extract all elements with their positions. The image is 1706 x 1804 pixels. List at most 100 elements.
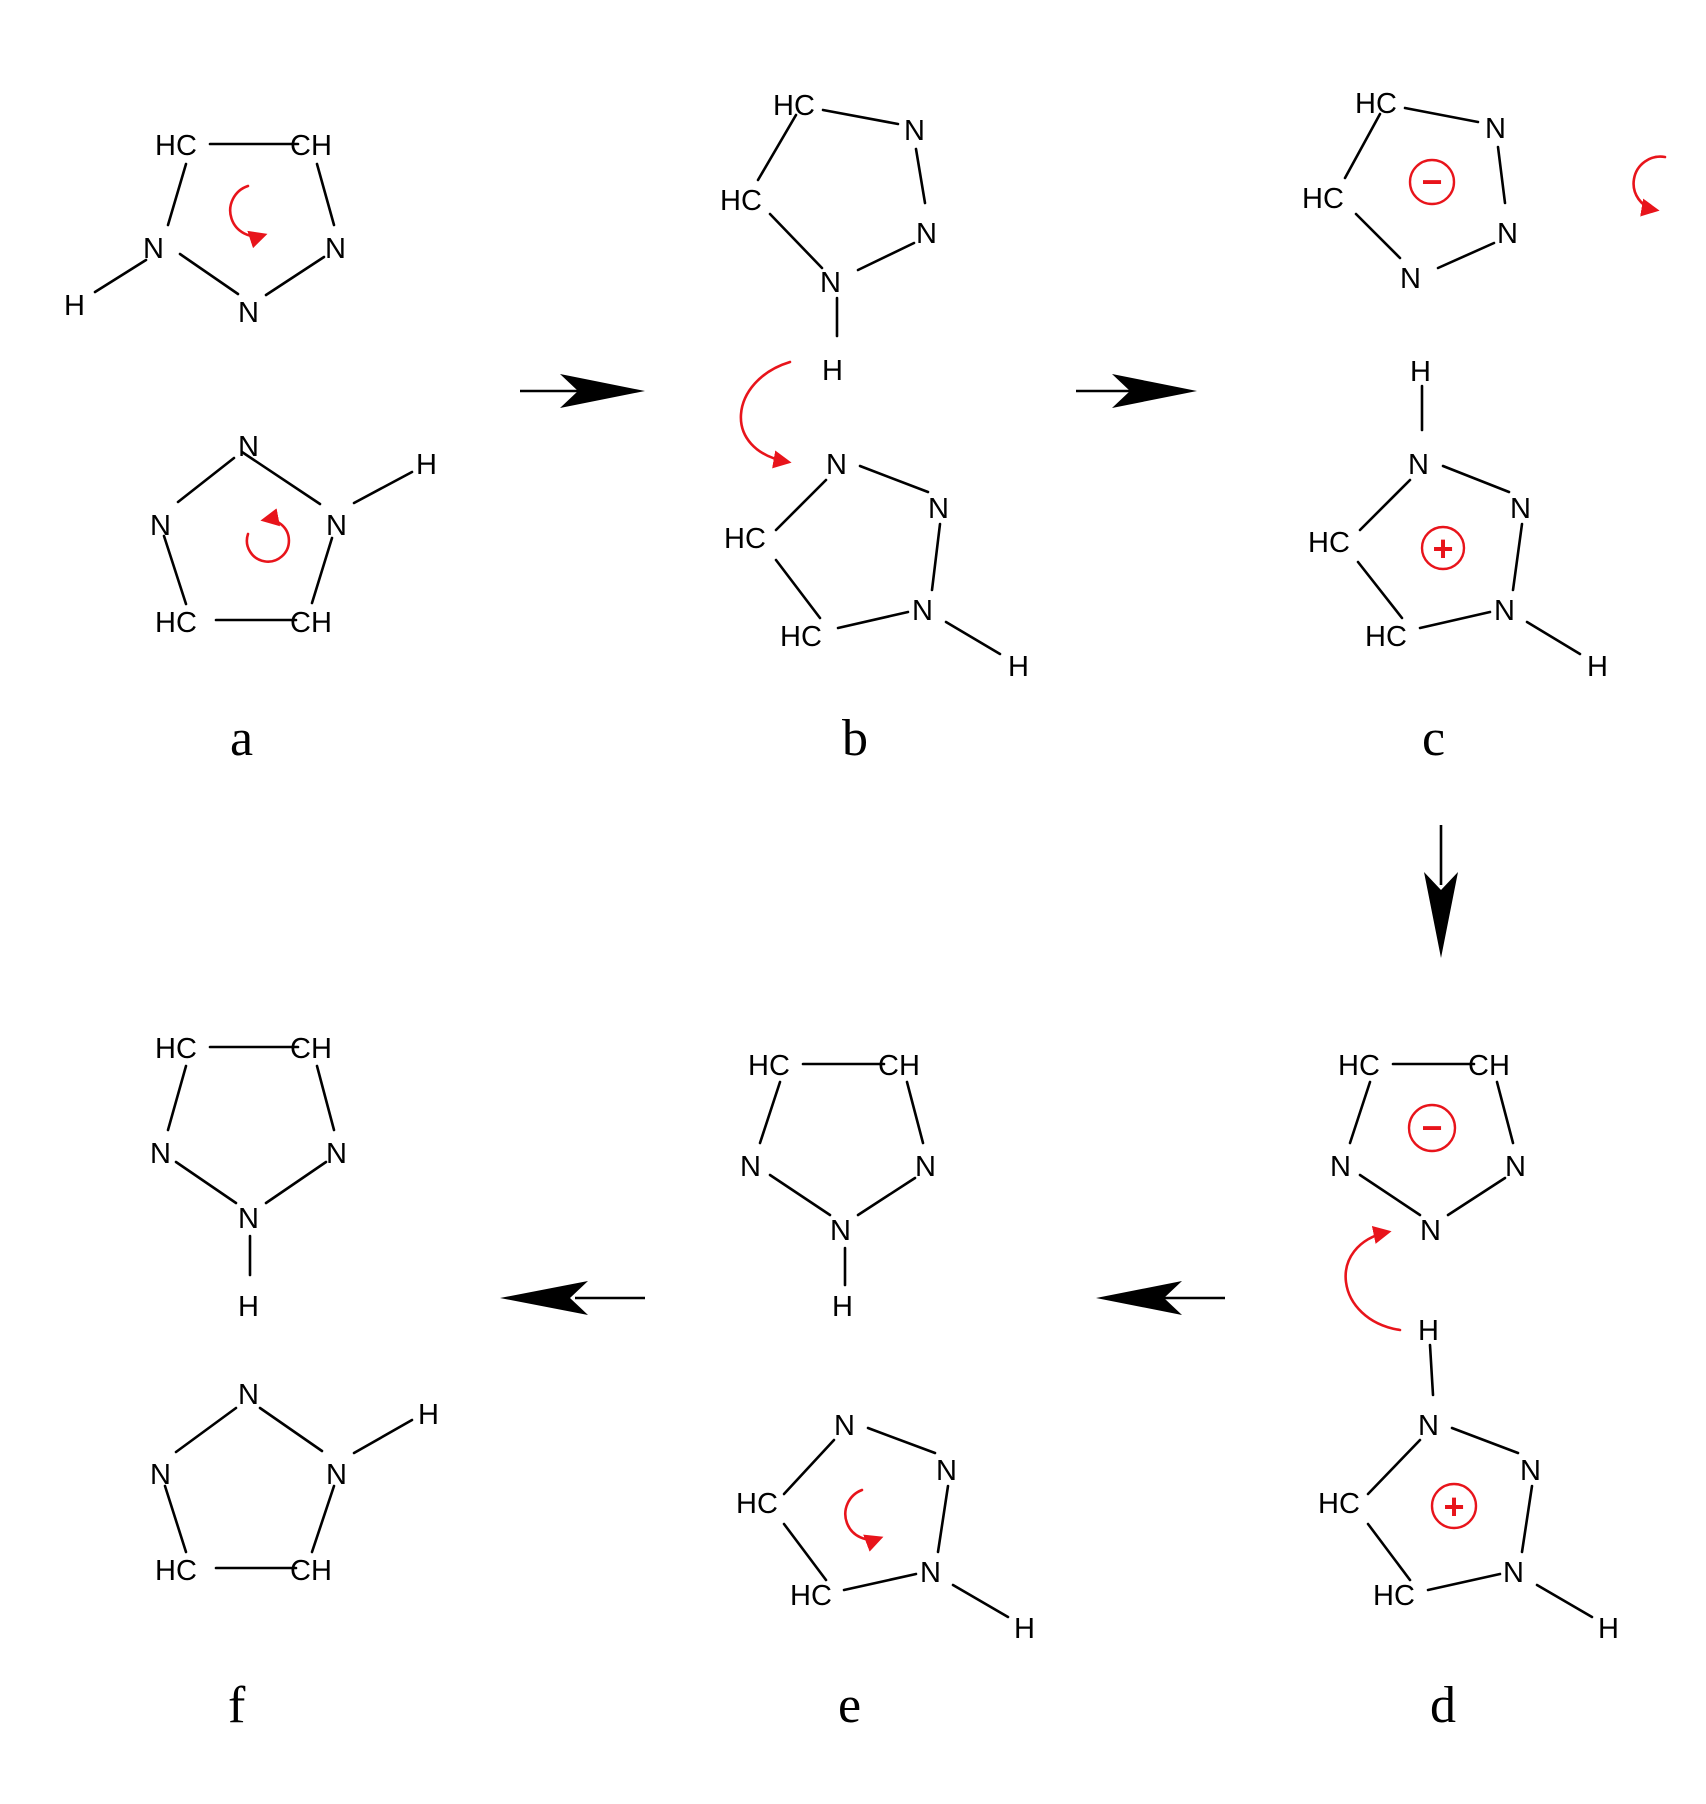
panel-d: HC CH N N N − H N N HC HC N H + d	[1318, 1050, 1619, 1734]
svg-text:H: H	[832, 1291, 853, 1323]
svg-text:N: N	[1505, 1151, 1526, 1183]
molecule-f-bottom: N N N HC CH H	[150, 1379, 439, 1587]
svg-text:N: N	[150, 1138, 171, 1170]
label-f: f	[228, 1677, 246, 1734]
svg-text:H: H	[822, 355, 843, 387]
svg-text:N: N	[912, 595, 933, 627]
svg-text:HC: HC	[1365, 621, 1407, 653]
svg-text:N: N	[920, 1557, 941, 1589]
svg-text:N: N	[1330, 1151, 1351, 1183]
negative-charge-symbol: −	[1421, 1107, 1442, 1148]
svg-text:N: N	[830, 1215, 851, 1247]
molecule-b-top: HC N HC N N H	[720, 90, 937, 387]
label-e: e	[838, 1677, 861, 1734]
label-c: c	[1422, 710, 1445, 767]
svg-text:N: N	[238, 1203, 259, 1235]
svg-text:H: H	[418, 1399, 439, 1431]
proton-transfer-arrow-icon	[739, 360, 792, 469]
proton-transfer-arrow-icon	[1344, 1226, 1402, 1332]
svg-text:HC: HC	[790, 1580, 832, 1612]
svg-text:H: H	[64, 290, 85, 322]
rotation-arrow-icon	[844, 1488, 884, 1552]
molecule-e-top: HC CH N N N H	[740, 1050, 936, 1323]
positive-charge-symbol: +	[1443, 1486, 1464, 1527]
svg-text:N: N	[904, 115, 925, 147]
svg-text:N: N	[916, 218, 937, 250]
svg-text:H: H	[1008, 651, 1029, 683]
svg-text:N: N	[326, 510, 347, 542]
reaction-arrow-a-to-b	[520, 374, 645, 408]
svg-text:HC: HC	[1373, 1580, 1415, 1612]
svg-text:N: N	[1503, 1557, 1524, 1589]
svg-text:N: N	[1494, 595, 1515, 627]
svg-text:N: N	[238, 431, 259, 463]
svg-text:HC: HC	[155, 1555, 197, 1587]
svg-text:H: H	[1014, 1613, 1035, 1645]
svg-text:N: N	[1400, 263, 1421, 295]
molecule-b-bottom: N N HC HC N H	[724, 449, 1029, 683]
svg-text:H: H	[1418, 1315, 1439, 1347]
svg-text:N: N	[826, 449, 847, 481]
reaction-arrow-b-to-c	[1076, 374, 1197, 408]
svg-text:HC: HC	[780, 621, 822, 653]
svg-text:N: N	[238, 1379, 259, 1411]
rotation-arrow-icon	[228, 184, 268, 249]
label-d: d	[1430, 1677, 1456, 1734]
svg-text:HC: HC	[155, 607, 197, 639]
molecule-d-bottom: H N N HC HC N H +	[1318, 1315, 1619, 1645]
panel-c: HC N HC N N − H N N HC HC N H + c	[1302, 88, 1667, 767]
svg-text:HC: HC	[773, 90, 815, 122]
positive-charge-symbol: +	[1432, 528, 1453, 569]
positive-charge-icon	[1430, 1482, 1478, 1530]
reaction-arrow-c-to-d	[1424, 825, 1458, 958]
label-a: a	[230, 710, 253, 767]
svg-text:CH: CH	[1468, 1050, 1510, 1082]
panel-a: HC CH N N N H N N N HC CH H a	[64, 130, 437, 767]
svg-text:N: N	[740, 1151, 761, 1183]
svg-text:CH: CH	[290, 1555, 332, 1587]
negative-charge-icon	[1407, 1103, 1457, 1153]
svg-text:H: H	[1410, 356, 1431, 388]
svg-text:HC: HC	[736, 1488, 778, 1520]
svg-text:CH: CH	[290, 607, 332, 639]
svg-text:N: N	[1420, 1215, 1441, 1247]
svg-text:HC: HC	[724, 523, 766, 555]
svg-text:HC: HC	[155, 130, 197, 162]
svg-text:N: N	[1497, 218, 1518, 250]
svg-text:HC: HC	[748, 1050, 790, 1082]
molecule-a-bottom: N N N HC CH H	[150, 431, 437, 639]
svg-text:N: N	[820, 267, 841, 299]
svg-text:HC: HC	[1355, 88, 1397, 120]
panel-f: HC CH N N N H N N N HC CH H f	[150, 1033, 439, 1734]
svg-text:N: N	[1520, 1455, 1541, 1487]
molecule-e-bottom: N N HC HC N H	[736, 1410, 1035, 1645]
svg-text:CH: CH	[290, 1033, 332, 1065]
svg-text:N: N	[238, 297, 259, 329]
svg-text:N: N	[1510, 493, 1531, 525]
svg-text:HC: HC	[1308, 527, 1350, 559]
molecule-c-top: HC N HC N N −	[1302, 88, 1518, 295]
panel-b: HC N HC N N H N N HC HC N H b	[720, 90, 1029, 767]
svg-text:H: H	[416, 449, 437, 481]
molecule-c-bottom: H N N HC HC N H +	[1308, 356, 1608, 683]
svg-text:N: N	[1418, 1410, 1439, 1442]
reaction-arrow-e-to-f	[500, 1281, 645, 1315]
reaction-arrow-d-to-e	[1096, 1281, 1225, 1315]
svg-text:N: N	[326, 1138, 347, 1170]
panel-e: HC CH N N N H N N HC HC N H e	[736, 1050, 1035, 1734]
svg-text:CH: CH	[878, 1050, 920, 1082]
svg-text:N: N	[1485, 113, 1506, 145]
svg-text:N: N	[325, 233, 346, 265]
svg-text:HC: HC	[1318, 1488, 1360, 1520]
svg-text:N: N	[150, 1459, 171, 1491]
svg-text:N: N	[915, 1151, 936, 1183]
label-b: b	[842, 710, 868, 767]
svg-text:N: N	[326, 1459, 347, 1491]
svg-text:HC: HC	[155, 1033, 197, 1065]
positive-charge-icon	[1420, 525, 1466, 571]
svg-text:H: H	[238, 1291, 259, 1323]
svg-text:H: H	[1598, 1613, 1619, 1645]
svg-text:CH: CH	[290, 130, 332, 162]
molecule-f-top: HC CH N N N H	[150, 1033, 347, 1323]
